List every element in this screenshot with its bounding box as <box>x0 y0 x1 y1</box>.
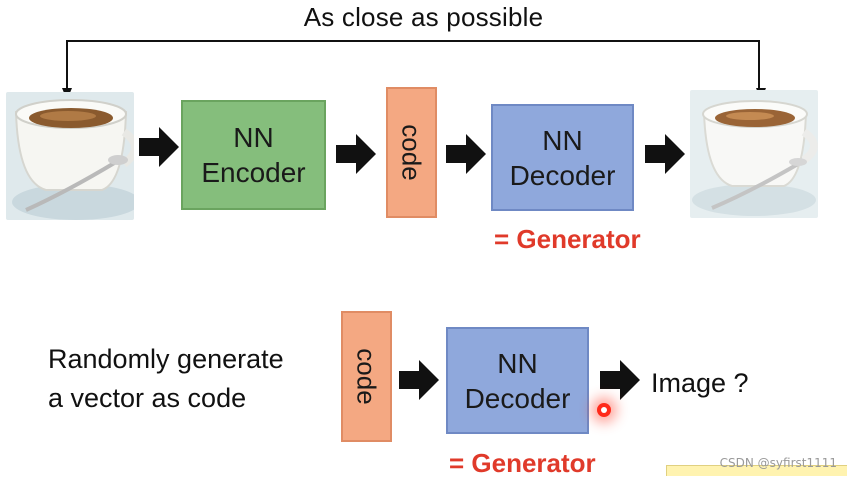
decoder-label-line2-bottom: Decoder <box>464 382 571 414</box>
diagram-title: As close as possible <box>303 2 544 32</box>
nn-decoder-box-bottom: NN Decoder <box>446 327 589 434</box>
encoder-label-line1: NN <box>233 122 274 153</box>
image-question-label: Image ? <box>651 368 749 398</box>
code-label-bottom: code <box>352 348 383 405</box>
arrow-icon <box>399 360 439 400</box>
caption-line2: a vector as code <box>48 383 247 414</box>
feedback-line <box>66 40 760 92</box>
nn-decoder-box-top: NN Decoder <box>491 104 634 211</box>
nn-encoder-box: NN Encoder <box>181 100 326 210</box>
laser-pointer-dot <box>597 403 611 417</box>
decoder-label-line2-top: Decoder <box>509 159 616 191</box>
decoder-label-line1-bottom: NN <box>497 347 538 379</box>
arrow-icon <box>645 134 685 174</box>
code-label-top: code <box>397 124 428 181</box>
yellow-note-strip <box>666 465 847 476</box>
output-coffee-image <box>690 90 818 218</box>
encoder-label-line2: Encoder <box>201 157 306 188</box>
decoder-label-line1-top: NN <box>542 124 583 156</box>
code-box-bottom: code <box>341 311 392 442</box>
arrow-icon <box>446 134 486 174</box>
arrow-icon <box>336 134 376 174</box>
arrow-icon <box>600 360 640 400</box>
caption-line1: Randomly generate <box>48 344 284 374</box>
generator-label-bottom: = Generator <box>449 448 596 478</box>
generator-label-top: = Generator <box>494 224 641 254</box>
input-coffee-image <box>6 92 134 220</box>
csdn-watermark: CSDN @syfirst1111 <box>719 456 837 470</box>
random-vector-caption: Randomly generate a vector as code <box>48 340 284 418</box>
code-box-top: code <box>386 87 437 218</box>
arrow-icon <box>139 127 179 167</box>
